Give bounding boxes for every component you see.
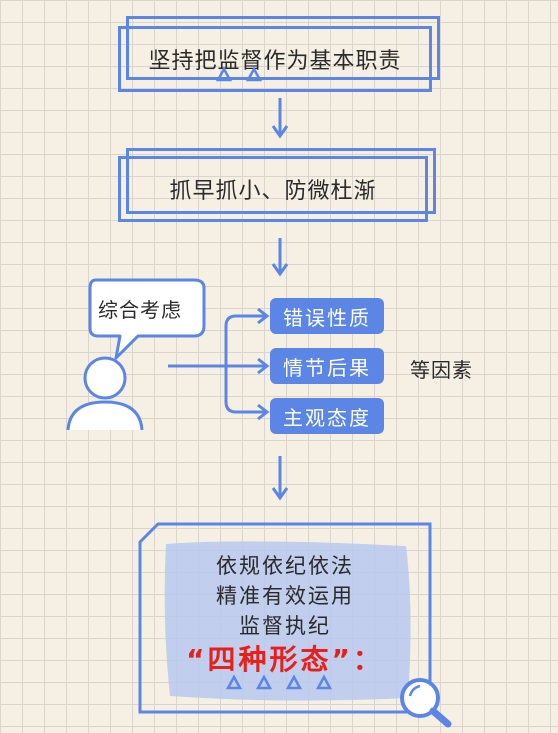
- step1-text: 坚持把监督作为基本职责: [148, 49, 402, 74]
- result-panel-frame: [138, 522, 432, 714]
- result-panel: 依规依纪依法 精准有效运用 监督执纪 “四种形态”：: [136, 520, 434, 716]
- arrow-down-3: [271, 456, 289, 501]
- arrow-down-1: [271, 98, 289, 139]
- factor-tag: 主观态度: [270, 398, 384, 434]
- result-line: 依规依纪依法: [216, 554, 354, 578]
- result-line: 监督执纪: [239, 614, 331, 638]
- step1-triangles: [216, 66, 263, 82]
- four-forms-title: “四种形态”：: [186, 643, 384, 676]
- branch-arrows: [168, 307, 270, 421]
- arrow-down-2: [271, 238, 289, 277]
- step1-box-back: [126, 16, 440, 80]
- speech-bubble: [88, 278, 206, 360]
- bubble-text: 综合考虑: [98, 298, 182, 322]
- step1-box: [118, 26, 432, 92]
- step2-text: 抓早抓小、防微杜渐: [169, 179, 377, 204]
- other-factors-text: 等因素: [410, 358, 473, 382]
- factor-tag: 情节后果: [270, 348, 384, 384]
- result-line: 精准有效运用: [216, 584, 354, 608]
- magnifier-icon: [400, 678, 452, 728]
- factor-tag: 错误性质: [270, 298, 384, 334]
- result-triangles: [226, 674, 333, 690]
- step2-box: [118, 156, 428, 222]
- person-icon: [66, 356, 144, 431]
- step2-box-back: [126, 148, 436, 214]
